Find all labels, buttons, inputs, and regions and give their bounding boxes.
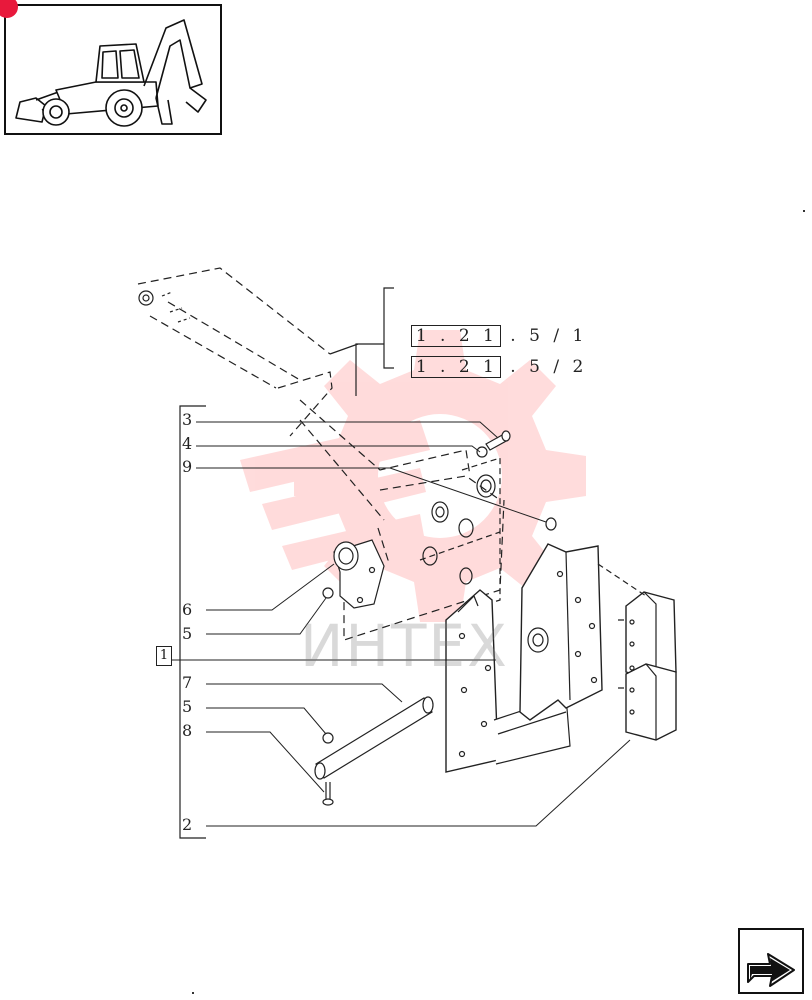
callout-6: 6: [182, 600, 193, 619]
nut-5-upper: [322, 587, 334, 599]
pin-7: [314, 696, 434, 780]
backhoe-loader-icon: [15, 19, 207, 127]
bolt-8: [322, 798, 334, 806]
callout-8: 8: [182, 721, 193, 740]
reference-1-21-5-2[interactable]: 1 . 2 1 . 5 / 2: [392, 337, 588, 378]
next-page-button[interactable]: [738, 928, 804, 994]
nut-5-lower: [322, 732, 334, 744]
callout-5-lower: 5: [182, 697, 193, 716]
reference-suffix: . 5 / 2: [500, 357, 588, 377]
next-page-arrow-icon: [747, 953, 795, 987]
callout-1: 1: [156, 646, 172, 666]
watermark-text: ИНТЕХ: [300, 612, 509, 680]
hitch-plate-right: [519, 543, 603, 721]
reference-bracket: [383, 287, 394, 369]
boom-outline: [137, 267, 505, 641]
reference-section-box: 1 . 2 1: [410, 325, 501, 347]
nut-9: [545, 517, 557, 531]
callout-4: 4: [182, 434, 193, 453]
callout-3: 3: [182, 410, 193, 429]
stray-dot: [192, 992, 194, 994]
callout-bracket: [179, 405, 206, 839]
callout-5: 5: [182, 624, 193, 643]
reference-section-box: 1 . 2 1: [410, 356, 501, 378]
counterweight-2: [618, 591, 677, 741]
washer-4: [476, 446, 488, 458]
hitch-plate-left: [445, 589, 571, 773]
stray-dot: [803, 210, 805, 212]
reference-suffix: . 5 / 1: [500, 326, 588, 346]
machine-thumbnail: [0, 0, 222, 135]
reference-1-21-5-1[interactable]: 1 . 2 1 . 5 / 1: [392, 306, 588, 347]
callout-7: 7: [182, 673, 193, 692]
corner-badge: [0, 0, 18, 18]
callout-2: 2: [182, 815, 193, 834]
leader-lines: [172, 421, 631, 827]
callout-9: 9: [182, 457, 193, 476]
